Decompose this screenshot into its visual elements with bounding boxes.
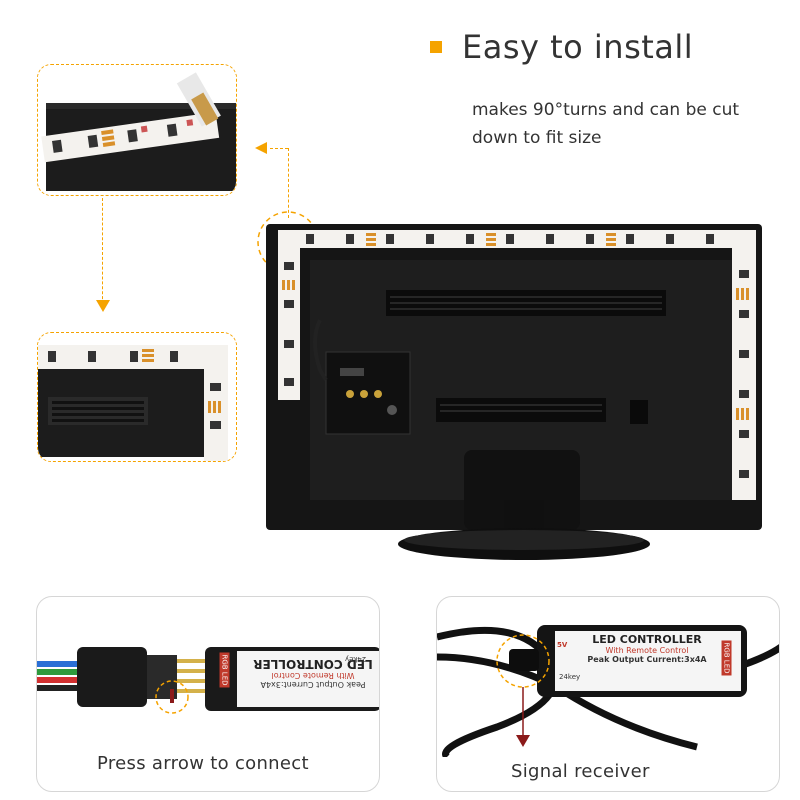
arrow-down-icon xyxy=(96,300,110,312)
connector-caption: Press arrow to connect xyxy=(97,753,309,774)
controller-badge-right: RGB LED xyxy=(721,640,732,676)
tv-back-illustration xyxy=(257,211,762,560)
controller-key-left: 24key xyxy=(345,655,367,663)
connector-photo xyxy=(37,647,379,714)
square-bullet-icon xyxy=(430,41,442,53)
press-marker-icon xyxy=(170,689,174,703)
arrow-left-icon xyxy=(255,142,267,154)
feature-title: Easy to install xyxy=(462,28,694,66)
connector-line-top xyxy=(270,148,288,149)
zoom-strip-corner-top xyxy=(37,64,237,196)
strip-corner-photo xyxy=(38,65,236,195)
receiver-highlight-circle xyxy=(496,634,550,688)
led-strip-left xyxy=(278,230,300,400)
controller-sub-left: With Remote Control xyxy=(271,671,355,680)
zoom-strip-corner-bottom xyxy=(37,332,237,462)
feature-heading: Easy to install xyxy=(430,28,693,66)
feature-description-line1: makes 90°turns and can be cut xyxy=(472,100,740,120)
controller-key-right: 24key xyxy=(559,673,581,681)
controller-sub-right: With Remote Control xyxy=(605,646,689,655)
controller-current-right: Peak Output Current:3x4A xyxy=(587,655,707,664)
connector-panel: Peak Output Current:3x4A With Remote Con… xyxy=(36,596,380,792)
receiver-caption: Signal receiver xyxy=(511,761,650,782)
arrow-down-red-icon xyxy=(516,735,530,747)
connect-highlight-circle xyxy=(155,680,189,714)
receiver-panel: LED CONTROLLER With Remote Control Peak … xyxy=(436,596,780,792)
feature-description: makes 90°turns and can be cut down to fi… xyxy=(472,96,772,152)
connector-line-vertical xyxy=(288,148,289,218)
strip-turn-photo xyxy=(38,333,236,461)
receiver-photo xyxy=(437,625,779,757)
controller-label-right: LED CONTROLLER With Remote Control Peak … xyxy=(567,633,727,664)
controller-badge-left: RGB LED xyxy=(219,652,230,688)
connector-line-down xyxy=(102,198,103,304)
controller-voltage-right: 5V xyxy=(557,641,568,649)
feature-description-line2: down to fit size xyxy=(472,128,602,148)
controller-current-left: Peak Output Current:3x4A xyxy=(260,680,366,689)
controller-title-right: LED CONTROLLER xyxy=(592,633,702,646)
